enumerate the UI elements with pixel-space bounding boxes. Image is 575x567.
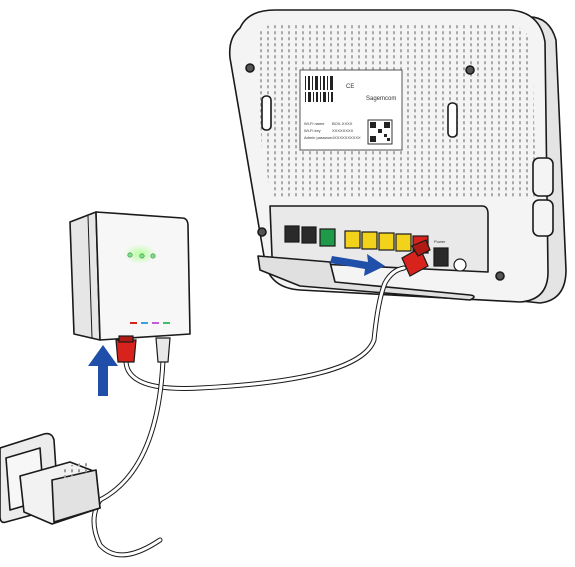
power-button (453, 258, 467, 272)
router-screw (245, 63, 255, 73)
wan-port (319, 228, 336, 247)
adapter-leds (124, 244, 156, 264)
router-vents-bottom (262, 150, 537, 198)
router (228, 9, 567, 304)
power-led-icon (127, 252, 133, 258)
router-screw (257, 227, 267, 237)
ethernet-plug-adapter (115, 335, 137, 363)
ethernet-plug-router (401, 239, 431, 277)
label-ssid-label: Wi-Fi name (304, 121, 325, 126)
powerline-led-icon (150, 253, 156, 259)
label-admin-value: XXXXXXXXXX (334, 135, 361, 140)
lan-port (395, 233, 412, 252)
label-admin-label: Admin password (304, 135, 334, 140)
insert-arrow-up-icon (88, 345, 118, 396)
lan-port (344, 230, 361, 249)
router-screw (465, 65, 475, 75)
lan-port (361, 231, 378, 250)
wps-button (532, 199, 554, 237)
adapter-side (69, 211, 101, 341)
wifi-button (532, 157, 554, 197)
lan-port (378, 232, 395, 251)
ce-mark: CE (346, 84, 354, 90)
ethernet-led-icon (139, 253, 145, 259)
power-port-label: Power (434, 239, 446, 244)
label-brand: Sagemcom (366, 96, 396, 102)
router-mount-slot-right (447, 102, 458, 138)
router-screw (495, 271, 505, 281)
phone-port (284, 225, 300, 243)
wall-plug (19, 461, 101, 525)
label-wifi-key-value: XXXXXXXX (332, 128, 354, 133)
power-socket (433, 247, 449, 267)
router-label-sticker: CE Sagemcom Wi-Fi name BOX-XXXX Wi-Fi ke… (299, 69, 403, 151)
qr-code (367, 119, 393, 145)
power-plug-adapter (155, 337, 171, 363)
label-wifi-key-label: Wi-Fi key (304, 128, 321, 133)
router-stand (257, 255, 475, 301)
router-mount-slot-left (261, 95, 272, 131)
phone-port (301, 226, 317, 244)
powerline-adapter (69, 211, 191, 341)
adapter-front (95, 211, 191, 341)
insert-arrow-right-icon (330, 254, 385, 276)
barcode (305, 76, 333, 102)
label-ssid-value: BOX-XXXX (332, 121, 353, 126)
